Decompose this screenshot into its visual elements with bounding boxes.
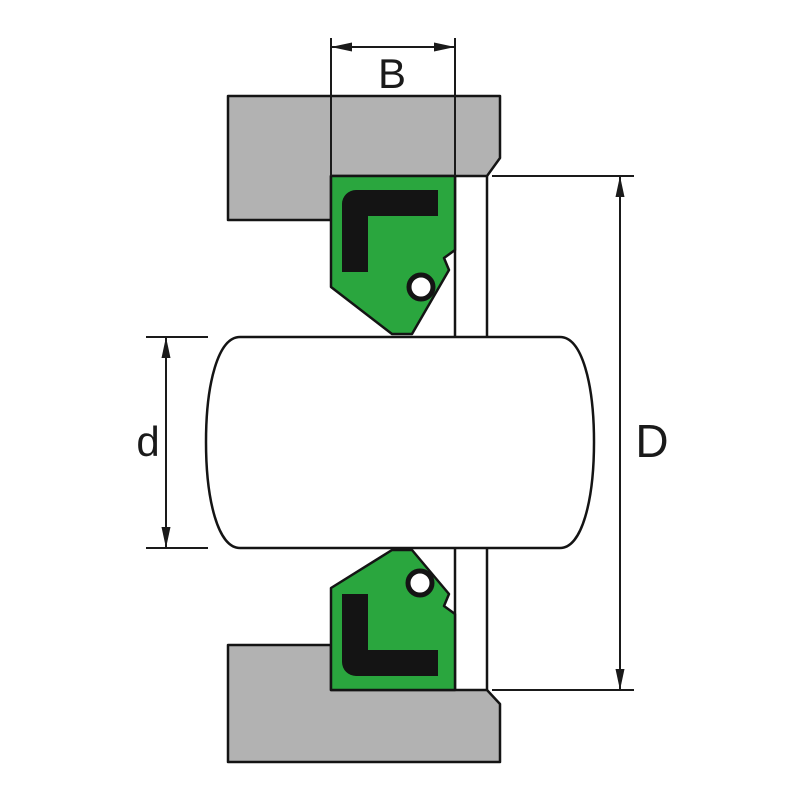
dimension-b-arrowhead-left — [331, 42, 352, 52]
dimension-b: B — [330, 38, 456, 176]
seal-bottom-garter-spring — [405, 568, 435, 598]
dimension-D-arrowhead-top — [615, 176, 625, 197]
dimension-b-label: B — [378, 50, 406, 97]
dimension-D-arrowhead-bottom — [615, 669, 625, 690]
dimension-d-label: d — [136, 418, 159, 465]
dimension-d-arrowhead-top — [161, 337, 171, 358]
dimension-D-label: D — [635, 415, 668, 467]
dimension-d-arrowhead-bottom — [161, 527, 171, 548]
seal-top-garter-spring — [406, 272, 436, 302]
seal-top-metal-case — [342, 190, 438, 272]
shaft — [204, 335, 596, 550]
dimension-d: d — [136, 336, 208, 549]
dimension-b-arrowhead-right — [434, 42, 455, 52]
seal-bottom-metal-case — [342, 594, 438, 676]
dimension-D: D — [492, 175, 669, 691]
seal-top — [329, 174, 457, 336]
seal-bottom — [329, 548, 457, 692]
